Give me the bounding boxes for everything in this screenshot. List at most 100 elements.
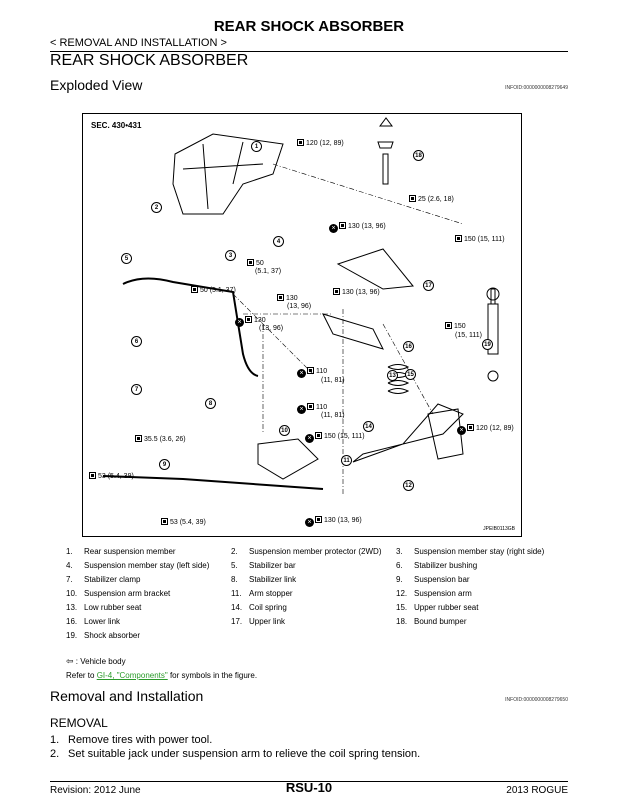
legend-label: Suspension member stay (left side) [84,561,210,570]
torque-icon [445,322,452,329]
header-divider [50,51,568,52]
legend-number: 10. [66,589,78,598]
legend-item [396,631,561,645]
removal-step: 2.Set suitable jack under suspension arm… [50,747,420,761]
legend-label: Stabilizer link [249,575,297,584]
legend-label [249,631,396,645]
torque-icon [297,139,304,146]
suspension-arm-bracket-shape [257,438,319,480]
suspension-member-shape [172,133,284,215]
callout-12: 12 [403,480,414,491]
legend-item: 11. Arm stopper [231,589,396,603]
legend-label: Suspension arm bracket [84,589,171,598]
knuckle-shape [427,408,464,460]
suspension-arm-shape [352,403,464,463]
callout-5: 5 [121,253,132,264]
torque-icon [89,472,96,479]
step-number: 2. [50,748,60,760]
no-reuse-icon: × [235,318,244,327]
callout-8: 8 [205,398,216,409]
torque-label: 50 (5.1, 37) [191,286,236,295]
callout-16: 16 [403,341,414,352]
torque-label: (15, 111) [455,332,482,339]
legend-item: 7.Stabilizer clamp [66,575,231,589]
components-link[interactable]: GI-4, "Components" [96,671,168,680]
vehicle-body-arrow-icon: ⇦ [66,656,74,666]
callout-15: 15 [405,369,416,380]
legend-number: 3. [396,547,403,556]
torque-label: ×130 (13, 96) [305,516,362,527]
coil-spring-shape [387,364,410,394]
legend-item: 12.Suspension arm [396,589,561,603]
torque-label: 150 [445,322,466,331]
bound-bumper-shape [377,141,394,185]
callout-19: 19 [482,339,493,350]
torque-icon [315,432,322,439]
torque-label: (13, 96) [287,303,312,310]
torque-icon [455,235,462,242]
legend-label: Rear suspension member [84,547,176,556]
exploded-view-heading: Exploded View [50,77,143,93]
legend-number: 11. [231,589,242,598]
callout-10: 10 [279,425,290,436]
info-id: INFOID:0000000008279650 [505,697,568,703]
step-number: 1. [50,734,60,746]
legend-item: 15.Upper rubber seat [396,603,561,617]
legend-row: 19. Shock absorber [66,631,566,645]
legend-number: 7. [66,575,73,584]
footer-revision: Revision: 2012 June [50,785,141,796]
legend-label: Lower link [84,617,121,626]
torque-icon [247,259,254,266]
no-reuse-icon: × [297,405,306,414]
legend-item: 9.Suspension bar [396,575,561,589]
legend-label: Arm stopper [249,589,293,598]
torque-label: 53 (5.4, 39) [89,472,134,481]
torque-label: (5.1, 37) [255,268,282,275]
torque-label: 150 (15, 111) [455,235,505,244]
figure-id: JPEIB0113GB [483,526,515,532]
torque-label: (11, 81) [321,412,345,419]
callout-4: 4 [273,236,284,247]
legend-number: 19. [66,631,78,640]
legend-number: 8. [231,575,238,584]
lower-link-shape [322,313,384,350]
callout-18: 18 [413,150,424,161]
section-ref: SEC. 430•431 [91,121,142,130]
torque-icon [333,288,340,295]
stabilizer-bar-shape [122,277,259,377]
torque-icon [315,516,322,523]
torque-icon [161,518,168,525]
torque-label: 120 (12, 89) [297,139,344,148]
torque-icon [307,403,314,410]
section-heading: REAR SHOCK ABSORBER [50,52,249,69]
legend-number: 12. [396,589,408,598]
no-reuse-icon: × [329,224,338,233]
legend-label: Shock absorber [84,631,141,640]
no-reuse-icon: × [305,518,314,527]
torque-label: ×130 (13, 96) [329,222,386,233]
legend-number: 13. [66,603,78,612]
torque-label: ×120 (12, 89) [457,424,514,435]
removal-step: 1. Remove tires with power tool. [50,733,420,747]
torque-label: ×110 [297,403,327,414]
legend-number: 14. [231,603,243,612]
document-title: REAR SHOCK ABSORBER [213,18,405,35]
legend-label: Coil spring [249,603,287,612]
torque-icon [409,195,416,202]
legend-number: 9. [396,575,403,584]
torque-label: 130 (13, 96) [333,288,380,297]
torque-label: 25 (2.6, 18) [409,195,454,204]
exploded-view-drawing: SEC. 430•431 [91,117,500,494]
footer-page-number: RSU-10 [285,780,333,795]
step-text: Remove tires with power tool. [68,734,213,746]
callout-14: 14 [363,421,374,432]
legend-label: Stabilizer bar [249,561,296,570]
torque-label: 53 (5.4, 39) [161,518,206,527]
callout-3: 3 [225,250,236,261]
no-reuse-icon: × [305,434,314,443]
no-reuse-icon: × [457,426,466,435]
torque-icon [135,435,142,442]
legend-item: 8. Stabilizer link [231,575,396,589]
legend-label: Upper rubber seat [414,603,479,612]
